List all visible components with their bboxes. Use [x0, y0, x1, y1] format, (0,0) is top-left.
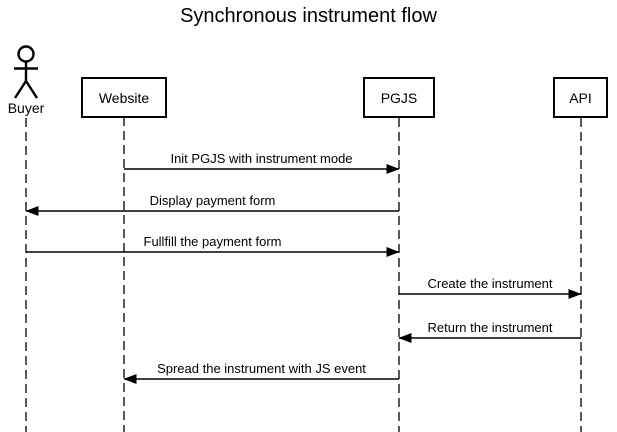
actor-head [17, 45, 35, 63]
message-label-spread-instrument: Spread the instrument with JS event [157, 361, 366, 376]
participant-label-buyer: Buyer [7, 100, 45, 116]
actor-left-leg [13, 80, 28, 99]
message-label-fullfill-form: Fullfill the payment form [143, 234, 282, 249]
participant-box-pgjs: PGJS [363, 77, 435, 118]
participant-label-api: API [569, 89, 592, 106]
participant-box-api: API [553, 77, 608, 118]
message-label-display-form: Display payment form [149, 193, 276, 208]
participant-label-pgjs: PGJS [380, 89, 418, 106]
participant-label-website: Website [98, 89, 150, 106]
actor-right-leg [24, 80, 39, 99]
message-label-init-pgjs: Init PGJS with instrument mode [170, 151, 353, 166]
diagram-title: Synchronous instrument flow [180, 5, 437, 27]
participant-box-website: Website [81, 77, 167, 118]
actor-figure-buyer [13, 45, 39, 99]
message-label-return-instrument: Return the instrument [427, 320, 553, 335]
message-label-create-instrument: Create the instrument [427, 276, 553, 291]
